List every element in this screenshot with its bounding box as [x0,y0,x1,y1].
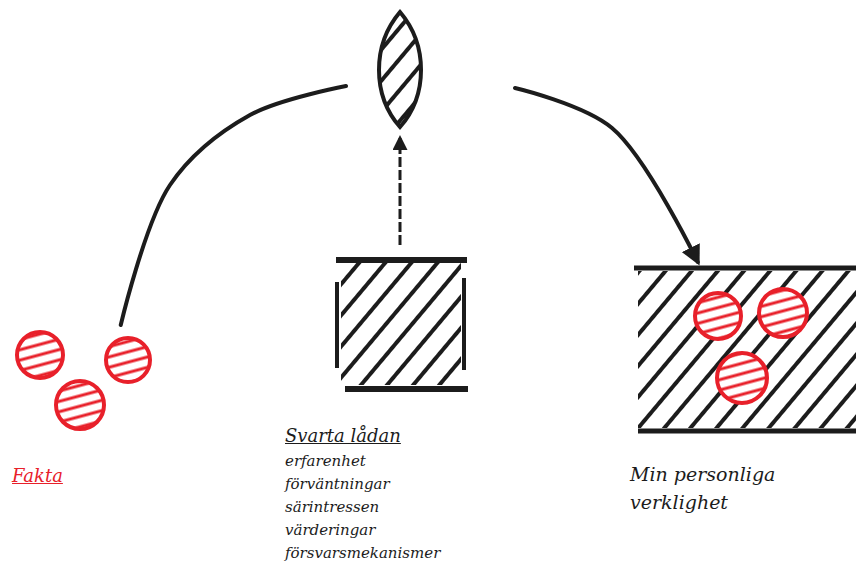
fact-blob [717,353,767,403]
black-box-outline [336,260,468,389]
fact-blob [695,293,741,339]
fact-blob [759,289,807,337]
black-box: Svarta lådan erfarenhet förväntningar sär… [285,250,480,580]
flow-arrow [121,86,698,325]
box-edge [634,266,856,271]
fact-blob [17,332,63,378]
lens-symbol [379,12,421,127]
box-edge [336,257,467,263]
input-arrow [399,138,402,245]
node-body: erfarenhet förväntningar särintressen vä… [285,450,455,565]
box-edge [462,278,466,370]
hatch-fill [638,271,856,428]
reality-box-outline [634,268,856,431]
fact-blob [56,381,104,429]
node-heading: Fakta [12,465,157,486]
node-heading: Min personliga verklighet [630,460,800,516]
fact-blob [106,338,150,382]
fact-blobs [17,332,150,429]
box-edge [638,429,856,434]
edge-group [121,86,698,325]
node-heading: Svarta lådan [285,425,480,446]
fact-group: Fakta [12,325,157,495]
hatch-fill [341,263,461,385]
box-edge [335,282,339,368]
reality-box: Min personliga verklighet [630,262,856,522]
box-edge [345,386,468,392]
